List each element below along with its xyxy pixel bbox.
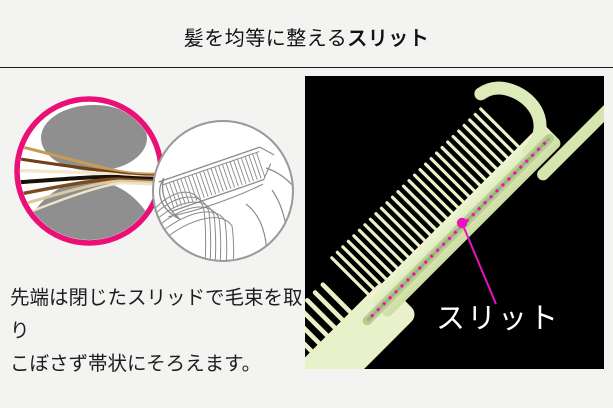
slit-groove-shadow [366,137,551,321]
description-line-2: こぼさず帯状にそろえます。 [10,354,262,375]
comb-handle [305,283,415,369]
comb-photo: スリット [305,76,604,369]
pin-tail [537,99,604,181]
fine-teeth-hatch [165,152,266,209]
top-pad [41,105,147,171]
page-title-regular: 髪を均等に整える [183,28,348,50]
slit-closeup-diagram [152,120,294,262]
slit-end-hook [159,177,181,220]
page-title: 髪を均等に整えるスリット [0,22,613,51]
coarse-teeth [305,282,355,364]
slit-trough [158,146,275,220]
description-line-1: 先端は閉じたスリッドで毛束を取り [10,288,303,342]
photo-label: スリット [436,303,560,335]
comb-end-hook [474,81,547,159]
page-title-bold: スリット [347,28,430,50]
callout-line [461,222,497,305]
fine-teeth [330,107,522,299]
hair-strand-lines [154,191,235,260]
description-text: 先端は閉じたスリッドで毛束を取り こぼさず帯状にそろえます。 [10,282,310,381]
title-divider [0,67,613,68]
